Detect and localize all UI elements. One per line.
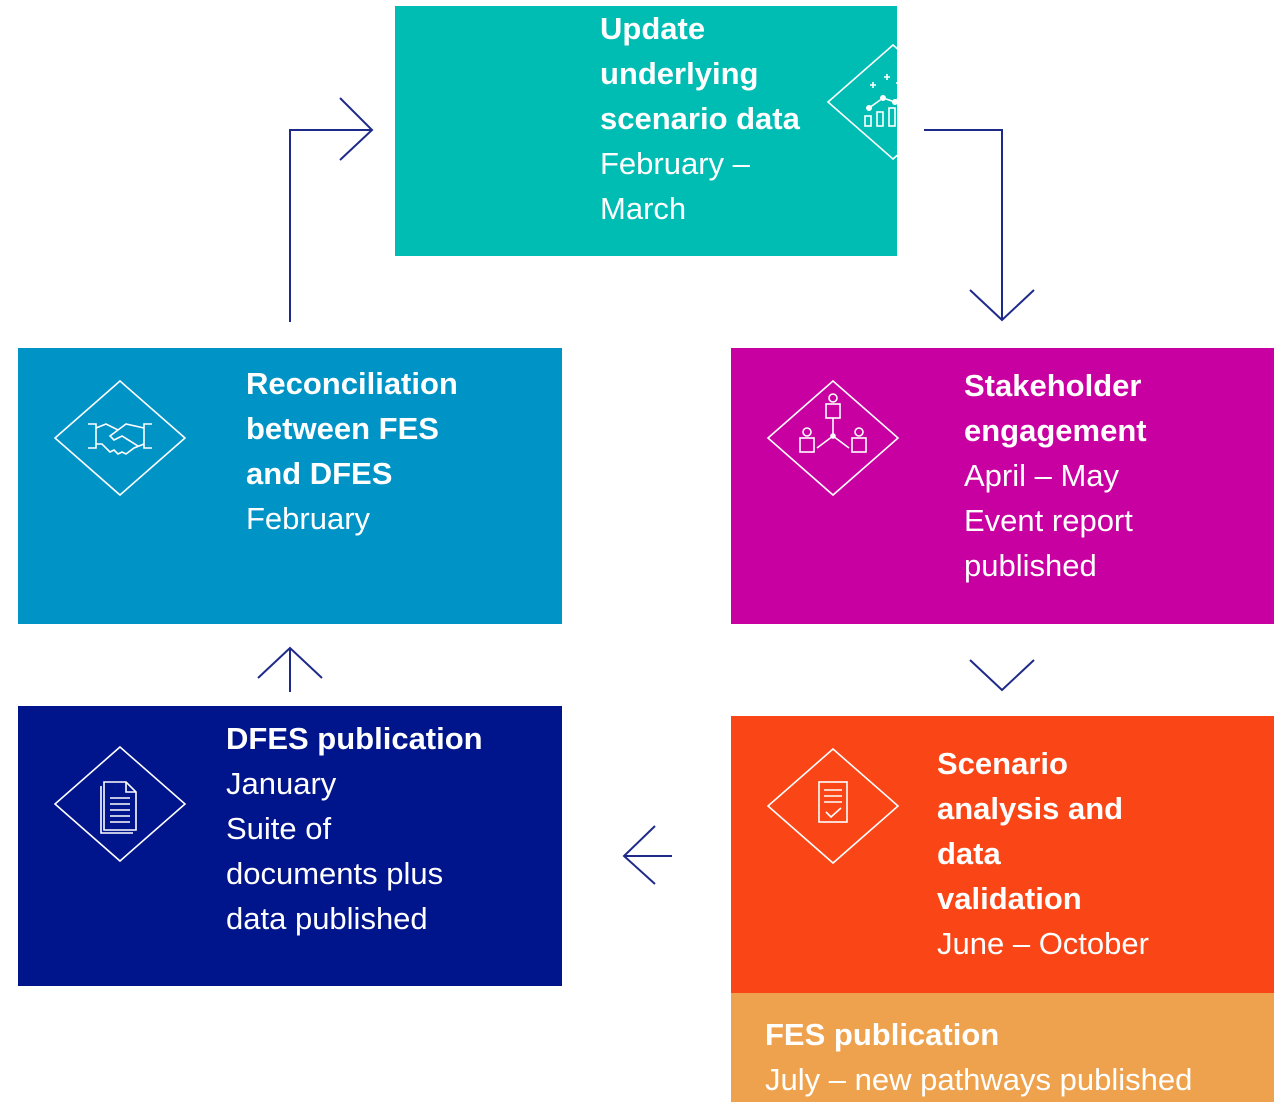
- arrow-stakeholder-to-scenario: [969, 659, 1035, 692]
- reconciliation-title-line-2: between FES: [246, 411, 439, 446]
- dfes-title: DFES publication: [226, 721, 483, 756]
- fes-publication-box: FES publication July – new pathways publ…: [731, 993, 1274, 1102]
- dfes-detail-line-3: data published: [226, 901, 428, 936]
- handshake-icon: [53, 379, 187, 497]
- dfes-detail-line-1: Suite of: [226, 811, 332, 846]
- dfes-stage-box: DFES publication January Suite of docume…: [18, 706, 562, 986]
- stakeholder-stage-box: Stakeholder engagement April – May Event…: [731, 348, 1274, 624]
- update-title-line-3: scenario data: [600, 101, 800, 136]
- scenario-date-line: June – October: [937, 926, 1149, 961]
- scenario-title-line-3: data: [937, 836, 1001, 871]
- fes-title: FES publication: [765, 1017, 1000, 1052]
- update-date-line-2: March: [600, 191, 687, 226]
- stakeholder-title-line-2: engagement: [964, 413, 1147, 448]
- update-date-line-1: February –: [600, 146, 750, 181]
- reconciliation-title-line-3: and DFES: [246, 456, 393, 491]
- chart-growth-icon: [826, 43, 960, 161]
- update-title-line-2: underlying: [600, 56, 759, 91]
- fes-detail-line: July – new pathways published: [765, 1062, 1193, 1097]
- update-title-line-1: Update: [600, 11, 706, 46]
- reconciliation-stage-box: Reconciliation between FES and DFES Febr…: [18, 348, 562, 624]
- arrow-dfes-to-reconciliation: [257, 646, 323, 692]
- scenario-title-line-2: analysis and: [937, 791, 1124, 826]
- dfes-date-line: January: [226, 766, 337, 801]
- scenario-title-line-1: Scenario: [937, 746, 1068, 781]
- arrow-scenario-to-dfes: [622, 825, 672, 885]
- document-icon: [53, 745, 187, 863]
- stakeholder-date-line: April – May: [964, 458, 1120, 493]
- arrow-reconciliation-to-update: [289, 97, 374, 322]
- arrow-update-to-stakeholder: [924, 129, 1035, 322]
- people-network-icon: [766, 379, 900, 497]
- scenario-stage-box: Scenario analysis and data validation Ju…: [731, 716, 1274, 993]
- reconciliation-date-line: February: [246, 501, 371, 536]
- stakeholder-detail-line-1: Event report: [964, 503, 1133, 538]
- stakeholder-title-line-1: Stakeholder: [964, 368, 1142, 403]
- reconciliation-title-line-1: Reconciliation: [246, 366, 458, 401]
- scenario-title-line-4: validation: [937, 881, 1082, 916]
- update-stage-box: Update underlying scenario data February…: [395, 6, 960, 256]
- dfes-detail-line-2: documents plus: [226, 856, 444, 891]
- stakeholder-detail-line-2: published: [964, 548, 1097, 583]
- checklist-icon: [766, 747, 900, 865]
